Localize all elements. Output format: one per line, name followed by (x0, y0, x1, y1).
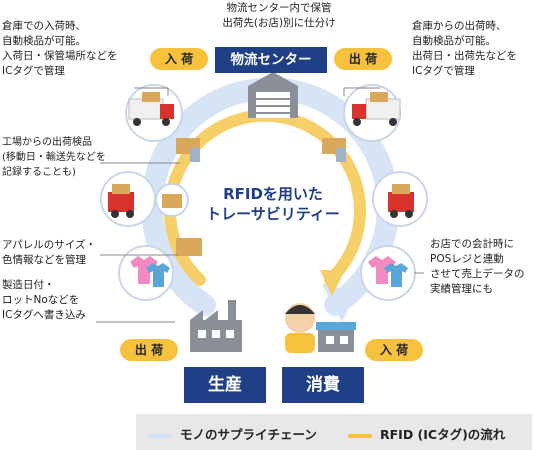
box-scanner-left-icon (176, 138, 200, 162)
leader-lines (96, 87, 424, 323)
box-scanner-right-icon (322, 138, 346, 162)
rfid-flow-arrowhead (320, 270, 345, 296)
apparel-left-icon (118, 245, 174, 301)
shopper-icon (285, 303, 315, 353)
boxes-apparel-icon (176, 238, 202, 256)
note-factory-shipping: 工場からの出荷検品 (移動日・輸送先などを 記録することも) (2, 137, 106, 178)
store-icon (316, 322, 356, 352)
supply-chain-arrowhead (322, 284, 356, 322)
production-box: 生産 (184, 367, 266, 403)
pill-outbound-bottom: 出 荷 (120, 339, 178, 361)
note-store: お店での会計時に POSレジと連動 させて売上データの 実績管理にも (430, 238, 525, 295)
truck-left-icon (125, 84, 183, 142)
apparel-right-icon (360, 245, 416, 301)
legend-rfid-flow-swatch (348, 433, 372, 438)
pill-inbound-bottom: 入 荷 (365, 339, 423, 361)
logistics-center-label: 物流センター (215, 47, 327, 73)
top-caption: 物流センター内で保管 出荷先(お店)別に仕分け (222, 2, 336, 29)
note-manufacture: 製造日付・ ロットNoなどを ICタグへ書き込み (2, 279, 86, 321)
factory-icon (190, 300, 242, 352)
pill-inbound-top: 入 荷 (150, 48, 208, 70)
note-apparel: アパレルのサイズ・ 色情報などを管理 (2, 239, 96, 266)
pill-outbound-top: 出 荷 (334, 48, 392, 70)
stacked-boxes-icon (155, 183, 189, 217)
legend-supply-chain-label: モノのサプライチェーン (180, 427, 317, 442)
legend-rfid-flow: RFID (ICタグ)の流れ (348, 424, 505, 443)
legend-bar: モノのサプライチェーン RFID (ICタグ)の流れ (136, 414, 532, 450)
forklift-left-icon (100, 171, 156, 227)
note-warehouse-inbound: 倉庫での入荷時、 自動検品が可能。 入荷日・保管場所などを ICタグで管理 (2, 20, 118, 77)
legend-supply-chain: モノのサプライチェーン (148, 424, 317, 443)
legend-rfid-flow-label: RFID (ICタグ)の流れ (380, 427, 506, 442)
truck-right-icon (343, 84, 401, 142)
note-warehouse-outbound: 倉庫からの出荷時、 自動検品が可能。 出荷日・出荷先などを ICタグで管理 (412, 20, 517, 77)
forklift-right-icon (372, 171, 428, 227)
consumption-box: 消費 (282, 367, 364, 403)
center-title: RFIDを用いた トレーサビリティー (206, 185, 340, 223)
legend-supply-chain-swatch (148, 433, 172, 438)
warehouse-icon (248, 72, 298, 118)
